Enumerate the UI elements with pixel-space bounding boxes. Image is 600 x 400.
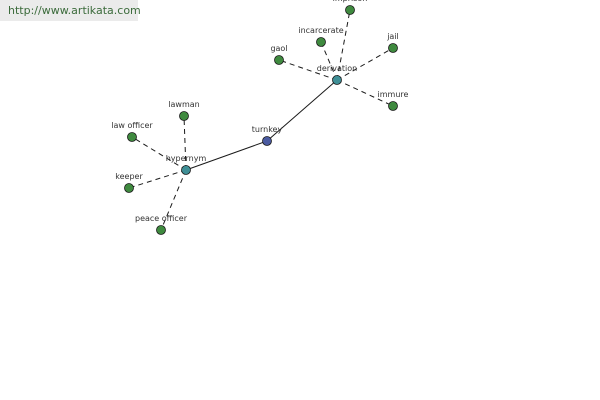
node-peace-officer[interactable] xyxy=(156,225,166,235)
edge-hypernym-law-officer xyxy=(131,136,187,171)
label-law-officer[interactable]: law officer xyxy=(111,121,153,130)
label-incarcerate[interactable]: incarcerate xyxy=(298,26,343,35)
edge-derivation-imprison xyxy=(336,9,351,81)
edge-turnkey-hypernym xyxy=(185,140,268,171)
node-incarcerate[interactable] xyxy=(316,37,326,47)
node-turnkey[interactable] xyxy=(262,136,272,146)
label-gaol[interactable]: gaol xyxy=(270,44,287,53)
graph-nodes xyxy=(124,5,398,235)
label-jail[interactable]: jail xyxy=(386,32,399,41)
edge-derivation-incarcerate xyxy=(320,41,338,81)
node-derivation[interactable] xyxy=(332,75,342,85)
edge-hypernym-lawman xyxy=(183,115,187,171)
site-url-banner[interactable]: http://www.artikata.com xyxy=(0,0,141,21)
label-imprison[interactable]: imprison xyxy=(333,0,368,3)
node-hypernym[interactable] xyxy=(181,165,191,175)
graph-labels: lawman law officer keeper peace officer impr… xyxy=(111,0,408,223)
node-jail[interactable] xyxy=(388,43,398,53)
edge-turnkey-derivation xyxy=(266,79,338,142)
node-immure[interactable] xyxy=(388,101,398,111)
edge-derivation-jail xyxy=(336,47,394,81)
label-immure[interactable]: immure xyxy=(378,90,409,99)
label-peace-officer[interactable]: peace officer xyxy=(135,214,188,223)
label-turnkey[interactable]: turnkey xyxy=(252,125,283,134)
node-keeper[interactable] xyxy=(124,183,134,193)
node-gaol[interactable] xyxy=(274,55,284,65)
edge-derivation-gaol xyxy=(278,59,338,81)
label-hypernym[interactable]: hypernym xyxy=(166,154,207,163)
edge-derivation-immure xyxy=(336,79,394,107)
edge-hypernym-peace-officer xyxy=(160,169,187,231)
graph-edges xyxy=(128,9,394,231)
label-lawman[interactable]: lawman xyxy=(168,100,199,109)
label-keeper[interactable]: keeper xyxy=(115,172,143,181)
label-derivation[interactable]: derivation xyxy=(317,64,357,73)
node-lawman[interactable] xyxy=(179,111,189,121)
node-imprison[interactable] xyxy=(345,5,355,15)
node-law-officer[interactable] xyxy=(127,132,137,142)
edge-hypernym-keeper xyxy=(128,169,187,189)
